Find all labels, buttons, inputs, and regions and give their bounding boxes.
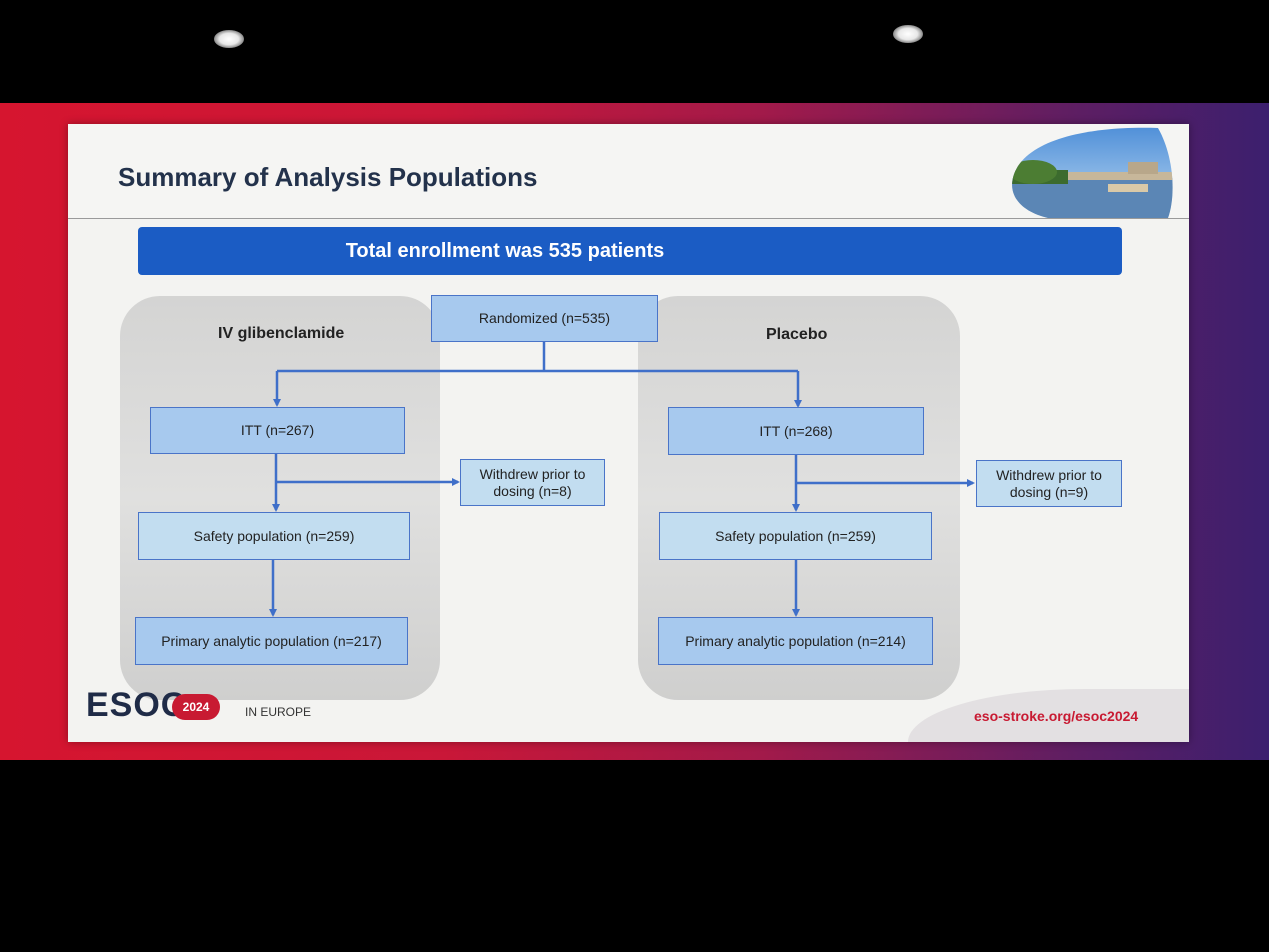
flow-arrows [269, 342, 975, 617]
safety-box-left: Safety population (n=259) [138, 512, 410, 560]
slide-title: Summary of Analysis Populations [118, 162, 538, 192]
ceiling-light-right [893, 25, 923, 43]
enrollment-banner: Total enrollment was 535 patients [138, 227, 1122, 275]
safety-box-right: Safety population (n=259) [659, 512, 932, 560]
panel-title-right: Placebo [766, 326, 828, 343]
primary-box-left: Primary analytic population (n=217) [135, 617, 408, 665]
panel-title-left: IV glibenclamide [218, 325, 345, 342]
itt-box-left: ITT (n=267) [150, 407, 405, 454]
city-river-photo [1012, 127, 1173, 218]
ceiling-light-left [214, 30, 244, 48]
slide: Summary of Analysis Populations Total en… [68, 124, 1189, 742]
slide-header: Summary of Analysis Populations [68, 124, 1189, 219]
conference-url[interactable]: eso-stroke.org/esoc2024 [974, 708, 1139, 724]
esoc-logo: ESOC [86, 686, 187, 724]
footer-tagline: IN EUROPE [245, 705, 312, 719]
itt-box-right: ITT (n=268) [668, 407, 924, 455]
randomized-box: Randomized (n=535) [431, 295, 658, 342]
primary-box-right: Primary analytic population (n=214) [658, 617, 933, 665]
withdrew-box-left: Withdrew prior to dosing (n=8) [460, 459, 605, 506]
withdrew-box-right: Withdrew prior to dosing (n=9) [976, 460, 1122, 507]
year-badge: 2024 [172, 694, 220, 720]
